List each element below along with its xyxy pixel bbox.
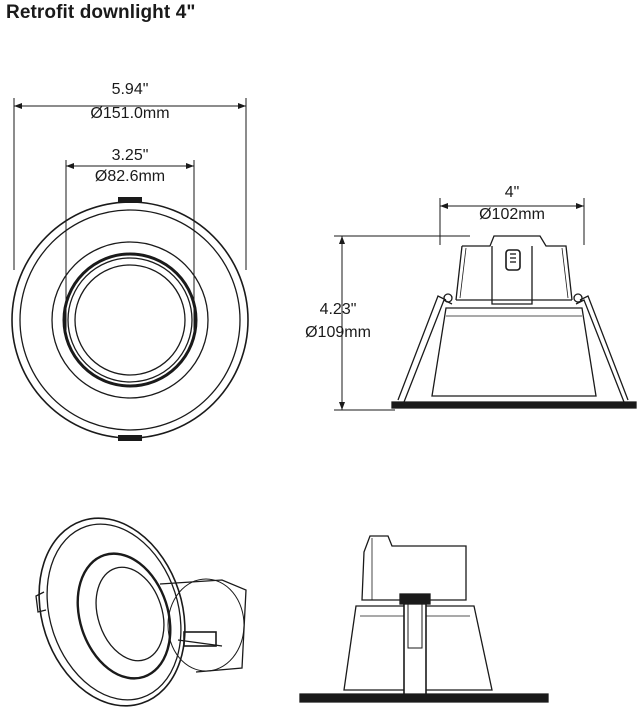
body-width-inches: 4" — [505, 184, 520, 201]
outer-diameter-inches: 5.94" — [112, 81, 149, 98]
body-width-mm: Ø102mm — [479, 206, 545, 223]
inner-diameter-mm: Ø82.6mm — [95, 168, 165, 185]
side-view — [334, 198, 637, 411]
outer-diameter-mm: Ø151.0mm — [90, 105, 169, 122]
inner-diameter-inches: 3.25" — [112, 147, 149, 164]
front-view — [11, 98, 249, 441]
isometric-view — [35, 517, 247, 707]
height-mm: Ø109mm — [305, 324, 371, 341]
elevation-view — [299, 535, 549, 703]
height-inches: 4.23" — [320, 301, 357, 318]
diagram-title: Retrofit downlight 4" — [6, 2, 196, 23]
